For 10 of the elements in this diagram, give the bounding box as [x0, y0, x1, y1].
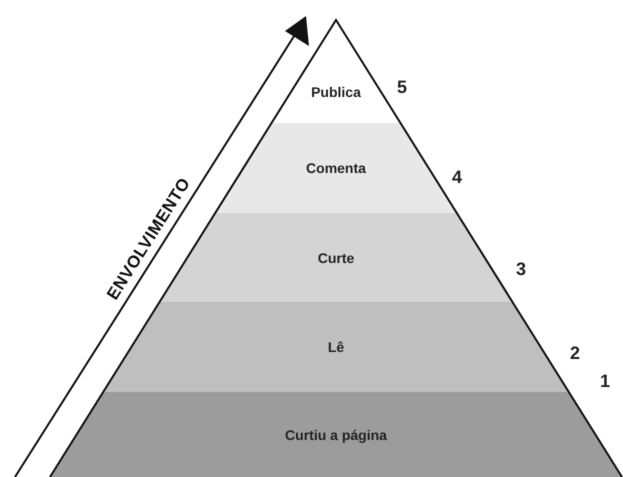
- level-label: Lê: [328, 339, 344, 355]
- level-label: Publica: [311, 84, 361, 100]
- level-number: 4: [452, 168, 462, 186]
- level-number: 3: [516, 260, 526, 278]
- level-label: Curtiu a página: [285, 426, 387, 442]
- level-number: 5: [397, 78, 408, 96]
- level-label: Comenta: [306, 160, 366, 176]
- level-number: 1: [600, 372, 610, 390]
- level-number: 2: [570, 344, 580, 362]
- level-label: Curte: [318, 250, 354, 266]
